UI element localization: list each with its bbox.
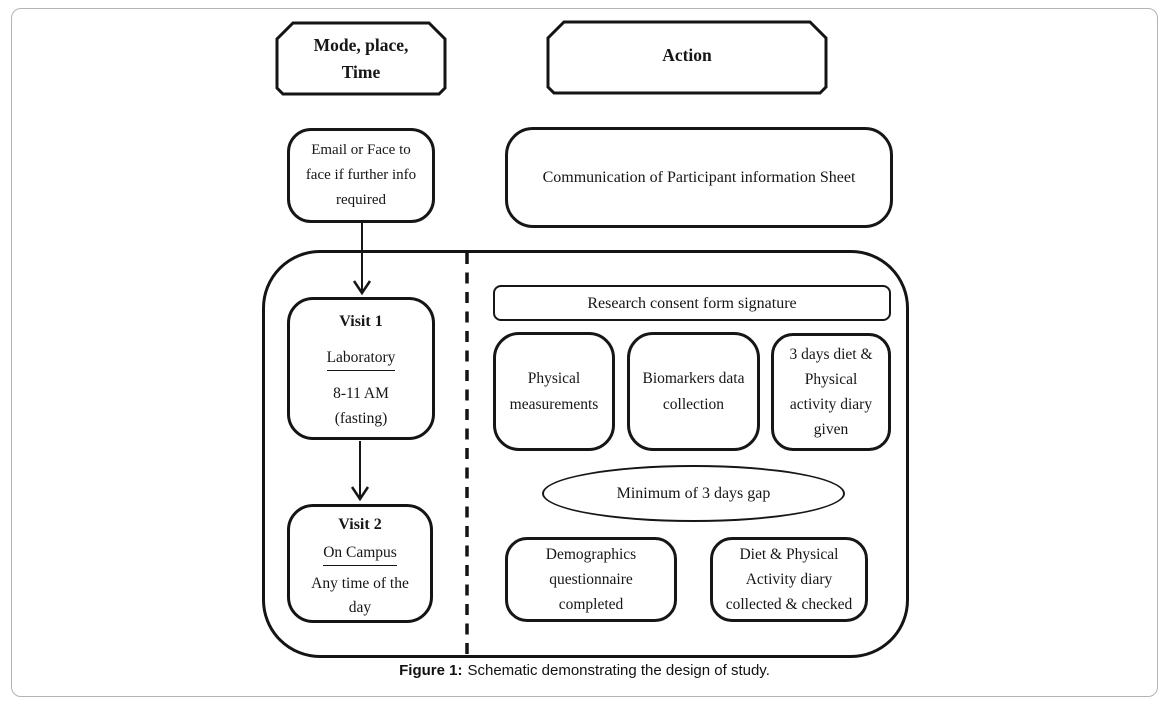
header-mode-place-time-label: Mode, place, Time bbox=[313, 34, 409, 82]
research-consent-box: Research consent form signature bbox=[493, 285, 891, 321]
research-consent-label: Research consent form signature bbox=[587, 294, 797, 312]
visit1-location: Laboratory bbox=[326, 347, 396, 371]
mode-header-shape bbox=[275, 21, 447, 96]
biomarkers-collection-box: Biomarkers data collection bbox=[627, 332, 760, 451]
visit1-time: 8-11 AM bbox=[333, 385, 389, 402]
diet-diary-collected-label: Diet & Physical Activity diary collected… bbox=[725, 546, 853, 613]
arrow-email-to-visit1-head bbox=[352, 280, 372, 296]
study-visits-container-outline bbox=[262, 250, 909, 658]
biomarkers-collection-label: Biomarkers data collection bbox=[642, 369, 745, 413]
visit1-box: Visit 1 Laboratory 8-11 AM (fasting) bbox=[287, 297, 435, 440]
visit2-box: Visit 2 On Campus Any time of the day bbox=[287, 504, 433, 623]
figure-caption: Figure 1:Schematic demonstrating the des… bbox=[0, 662, 1169, 679]
visit2-title: Visit 2 bbox=[338, 516, 382, 533]
minimum-gap-ellipse: Minimum of 3 days gap bbox=[542, 465, 845, 522]
diet-diary-collected-box: Diet & Physical Activity diary collected… bbox=[710, 537, 868, 622]
header-action: Action bbox=[548, 22, 826, 93]
communication-info-sheet-label: Communication of Participant information… bbox=[542, 169, 856, 186]
email-or-face-to-face-box: Email or Face to face if further info re… bbox=[287, 128, 435, 223]
visit1-title: Visit 1 bbox=[339, 313, 383, 330]
visit1-note: (fasting) bbox=[334, 410, 388, 427]
figure-caption-text: Schematic demonstrating the design of st… bbox=[467, 662, 770, 679]
demographics-questionnaire-box: Demographics questionnaire completed bbox=[505, 537, 677, 622]
action-header-shape bbox=[546, 20, 828, 95]
diet-diary-given-box: 3 days diet & Physical activity diary gi… bbox=[771, 333, 891, 451]
communication-info-sheet-box: Communication of Participant information… bbox=[505, 127, 893, 228]
visit2-location: On Campus bbox=[323, 542, 397, 566]
visit2-time: Any time of the day bbox=[311, 575, 409, 616]
demographics-questionnaire-label: Demographics questionnaire completed bbox=[545, 546, 637, 613]
email-or-face-to-face-label: Email or Face to face if further info re… bbox=[305, 142, 417, 208]
physical-measurements-label: Physical measurements bbox=[509, 369, 599, 413]
arrow-visit1-to-visit2-head bbox=[350, 486, 370, 502]
figure-caption-label: Figure 1: bbox=[399, 662, 463, 679]
diet-diary-given-label: 3 days diet & Physical activity diary gi… bbox=[789, 346, 873, 438]
physical-measurements-box: Physical measurements bbox=[493, 332, 615, 451]
header-action-label: Action bbox=[662, 44, 712, 65]
figure-frame bbox=[11, 8, 1158, 697]
minimum-gap-label: Minimum of 3 days gap bbox=[616, 485, 771, 502]
header-mode-place-time: Mode, place, Time bbox=[277, 23, 445, 94]
